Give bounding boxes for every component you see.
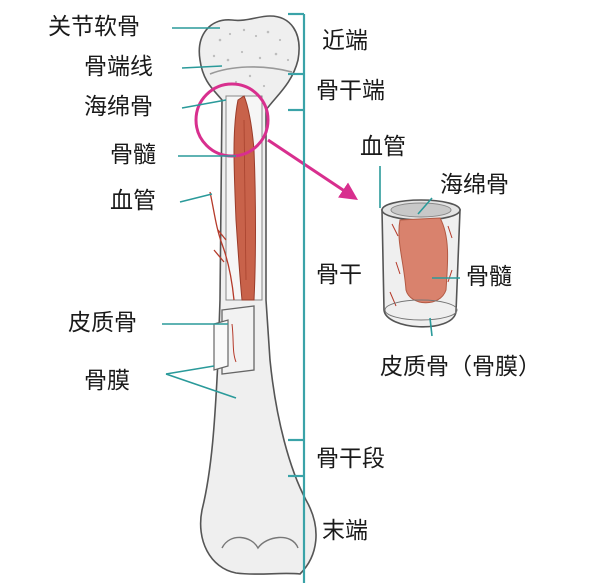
detail-label-spongy-bone: 海绵骨 (440, 172, 509, 198)
label-spongy-bone: 海绵骨 (84, 94, 153, 120)
marrow-streak (243, 119, 247, 281)
region-bracket (288, 12, 306, 583)
detail-label-blood-vessel: 血管 (360, 134, 406, 160)
label-marrow: 骨髓 (110, 142, 156, 168)
highlight-arrow (267, 138, 358, 200)
detail-cylinder (381, 199, 461, 328)
label-compact-bone: 皮质骨 (68, 310, 137, 336)
vessel-outer (209, 191, 235, 301)
label-epiphyseal-line: 骨端线 (84, 54, 153, 80)
region-metaphysis-lower: 骨干段 (316, 446, 385, 472)
detail-label-compact-bone: 皮质骨（骨膜） (380, 354, 541, 380)
region-proximal-end: 近端 (322, 28, 368, 54)
flap-vessel (231, 323, 237, 363)
epiphyseal-line-shape (209, 66, 293, 75)
leader-lines (162, 27, 460, 399)
label-blood-vessel: 血管 (110, 188, 156, 214)
distal-condyles (221, 536, 299, 550)
compact-flap-inner (213, 319, 229, 371)
label-articular-cartilage: 关节软骨 (48, 14, 140, 40)
region-diaphysis: 骨干 (316, 262, 362, 288)
spongy-head-texture (212, 28, 290, 110)
region-metaphysis: 骨干端 (316, 78, 385, 104)
detail-label-marrow: 骨髓 (466, 264, 512, 290)
region-distal-end: 末端 (322, 518, 368, 544)
label-periosteum: 骨膜 (84, 368, 130, 394)
